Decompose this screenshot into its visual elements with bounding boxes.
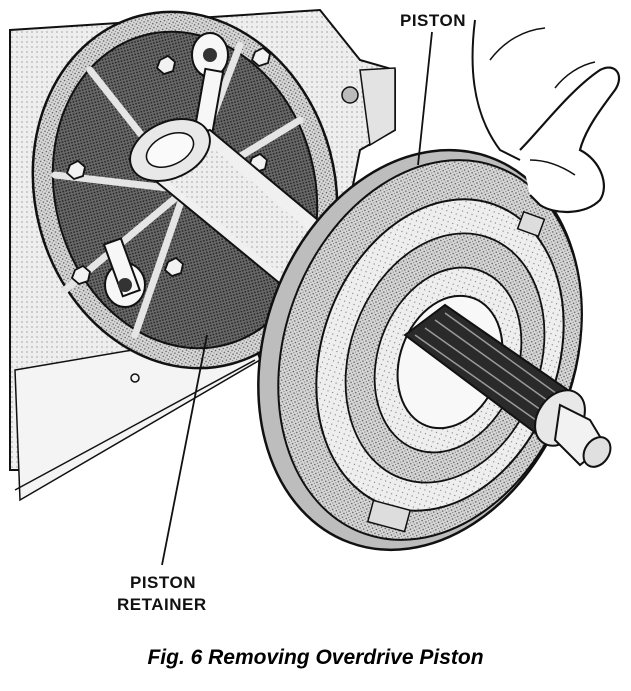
leader-lines (161, 31, 433, 566)
retainer-leader (161, 334, 208, 566)
piston-retainer-label-line2: RETAINER (117, 595, 207, 614)
piston-label: PISTON (400, 11, 466, 30)
piston-leader (417, 31, 433, 166)
figure-caption: Fig. 6 Removing Overdrive Piston (147, 646, 484, 669)
technician-hand (471, 19, 621, 214)
piston-retainer-label-line1: PISTON (130, 573, 196, 592)
splined-shaft (403, 303, 612, 468)
